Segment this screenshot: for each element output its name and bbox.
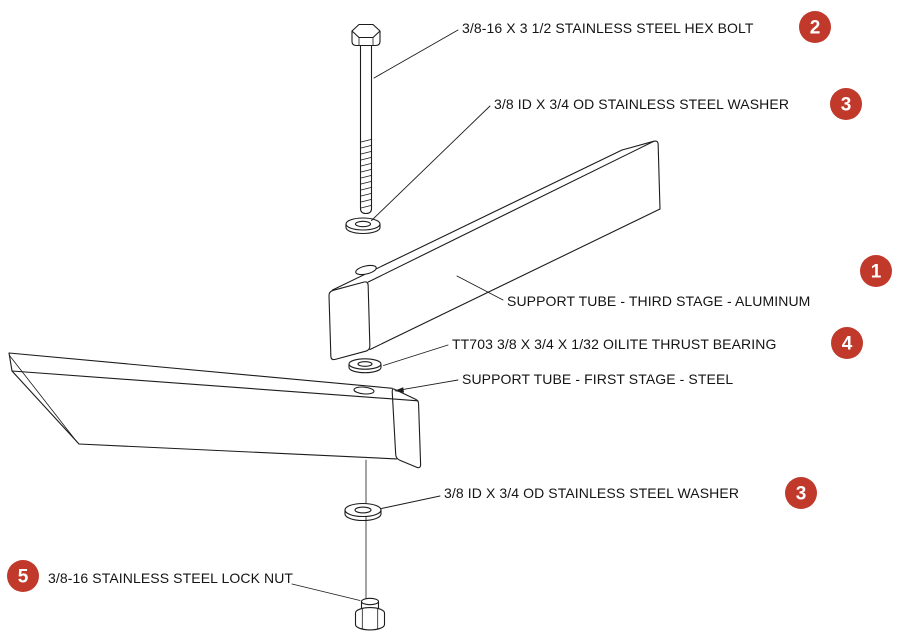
callout-circle	[785, 477, 817, 509]
callout-number: 3	[796, 483, 807, 504]
third-stage-top-left-edge	[331, 149, 623, 291]
lock-nut-hex-facets	[361, 608, 379, 630]
hex-bolt-shank	[359, 44, 373, 215]
support-tube-third-stage-drawing	[328, 140, 661, 361]
washer-bottom-label: 3/8 ID X 3/4 OD STAINLESS STEEL WASHER	[444, 485, 739, 501]
callout-badge-tube-third: 1	[860, 255, 892, 287]
hex-bolt-head-top	[351, 23, 381, 39]
callout-number: 1	[871, 261, 882, 282]
first-stage-front-bottom-edge	[78, 443, 398, 460]
lock-nut-drawing	[354, 597, 386, 631]
tube-third-label: SUPPORT TUBE - THIRD STAGE - ALUMINUM	[507, 293, 810, 309]
callout-badge-thrust-bearing: 4	[831, 327, 863, 359]
callout-circle	[831, 327, 863, 359]
lock-nut-label: 3/8-16 STAINLESS STEEL LOCK NUT	[48, 570, 293, 586]
thrust-bearing-label: TT703 3/8 X 3/4 X 1/32 OILITE THRUST BEA…	[452, 336, 776, 352]
washer-top-rim	[345, 223, 381, 235]
washer-bottom-rim	[344, 509, 382, 522]
hex-bolt-drawing	[351, 23, 381, 215]
callout-badge-washer-top: 3	[830, 88, 862, 120]
third-stage-far-end-edge	[621, 140, 661, 210]
first-stage-front-top-edge	[11, 370, 419, 402]
callout-badge-hex-bolt: 2	[799, 11, 831, 43]
thrust-bearing-hole	[357, 361, 373, 367]
leader-hex-bolt	[373, 29, 459, 79]
leader-lock-nut	[291, 583, 361, 601]
first-stage-end-face	[391, 388, 422, 469]
callout-circle	[7, 560, 39, 592]
leader-washer-bottom	[381, 495, 441, 509]
tube-first-label: SUPPORT TUBE - FIRST STAGE - STEEL	[462, 371, 733, 387]
callout-badge-washer-bottom: 3	[785, 477, 817, 509]
hex-bolt-threads	[360, 139, 372, 209]
third-stage-bolt-hole	[355, 264, 377, 276]
first-stage-top-back-edge	[8, 352, 393, 389]
washer-bottom-hole	[354, 506, 372, 514]
callout-number: 3	[841, 94, 852, 115]
callout-number: 4	[842, 333, 853, 354]
leader-thrust-bearing	[383, 344, 449, 366]
hex-bolt-head-facets	[358, 37, 374, 46]
first-stage-bevel-line-2	[11, 370, 80, 445]
leader-tube-third	[456, 275, 504, 301]
hex-bolt-label: 3/8-16 X 3 1/2 STAINLESS STEEL HEX BOLT	[462, 20, 754, 36]
support-tube-first-stage-drawing	[8, 352, 422, 469]
lock-nut-hex-body	[354, 607, 386, 631]
callout-number: 2	[810, 17, 821, 38]
thrust-bearing-rim	[348, 363, 382, 374]
first-stage-bolt-hole	[353, 386, 375, 395]
washer-top-hole	[354, 220, 372, 228]
leader-lines	[291, 29, 504, 601]
callout-badge-lock-nut: 5	[7, 560, 39, 592]
callout-circle	[799, 11, 831, 43]
third-stage-bottom-edge	[369, 208, 661, 351]
lock-nut-crown-top	[360, 597, 380, 606]
thrust-bearing-drawing	[348, 358, 382, 374]
washer-bottom-drawing	[344, 502, 382, 522]
callout-circle	[860, 255, 892, 287]
first-stage-bevel-line-1	[9, 355, 78, 443]
washer-top-label: 3/8 ID X 3/4 OD STAINLESS STEEL WASHER	[494, 96, 789, 112]
leader-washer-top	[371, 105, 491, 221]
third-stage-top-right-edge	[367, 140, 655, 283]
callout-circle	[830, 88, 862, 120]
washer-top-drawing	[345, 217, 381, 235]
third-stage-end-face	[328, 281, 371, 361]
callout-number: 5	[18, 566, 29, 587]
leader-tube-first-arrowhead	[394, 387, 404, 393]
leader-tube-first	[402, 379, 459, 391]
